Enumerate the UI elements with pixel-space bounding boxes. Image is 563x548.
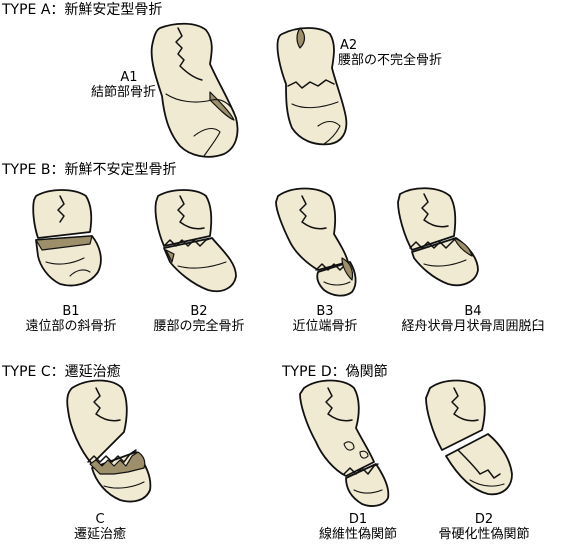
label-a2-code: A2 (340, 38, 358, 53)
label-b3-desc: 近位端骨折 (292, 319, 358, 334)
label-a2-desc: 腰部の不完全骨折 (338, 53, 443, 68)
label-a1: A1 結節部骨折 (72, 70, 156, 100)
label-c-code: C (95, 512, 105, 527)
label-d2-code: D2 (474, 512, 494, 527)
label-d2-desc: 骨硬化性偽関節 (438, 527, 530, 542)
label-b4: B4 経舟状骨月状骨周囲脱臼 (385, 304, 561, 334)
label-b2-desc: 腰部の完全骨折 (153, 319, 245, 334)
section-title-type-b: TYPE B：新鮮不安定型骨折 (2, 162, 177, 178)
label-d1-desc: 線維性偽関節 (318, 527, 397, 542)
bone-a1 (150, 22, 239, 158)
label-d1-code: D1 (348, 512, 368, 527)
bone-d1 (299, 379, 390, 507)
label-a1-code: A1 (120, 70, 138, 85)
bone-c (66, 379, 152, 503)
label-b1-code: B1 (62, 304, 80, 319)
label-b3: B3 近位端骨折 (270, 304, 380, 334)
section-title-type-a: TYPE A：新鮮安定型骨折 (2, 2, 163, 18)
label-d2: D2 骨硬化性偽関節 (420, 512, 548, 542)
bone-b1 (32, 189, 102, 287)
section-title-type-d: TYPE D：偽関節 (282, 364, 388, 380)
label-a2: A2 腰部の不完全骨折 (338, 38, 478, 68)
label-c: C 遷延治癒 (50, 512, 150, 542)
label-b3-code: B3 (316, 304, 334, 319)
label-b2-code: B2 (190, 304, 208, 319)
label-c-desc: 遷延治癒 (73, 527, 126, 542)
label-b1-desc: 遠位部の斜骨折 (25, 319, 117, 334)
label-a1-desc: 結節部骨折 (90, 85, 156, 100)
bone-b2 (154, 189, 237, 293)
section-title-type-c: TYPE C：遷延治癒 (2, 364, 121, 380)
label-b4-desc: 経舟状骨月状骨周囲脱臼 (401, 319, 545, 334)
label-b4-code: B4 (464, 304, 482, 319)
bone-a2 (276, 27, 348, 146)
label-d1: D1 線維性偽関節 (300, 512, 416, 542)
bone-b3 (275, 187, 357, 297)
bone-b4 (397, 187, 479, 287)
label-b2: B2 腰部の完全骨折 (136, 304, 262, 334)
bone-d2 (425, 379, 513, 496)
label-b1: B1 遠位部の斜骨折 (6, 304, 136, 334)
